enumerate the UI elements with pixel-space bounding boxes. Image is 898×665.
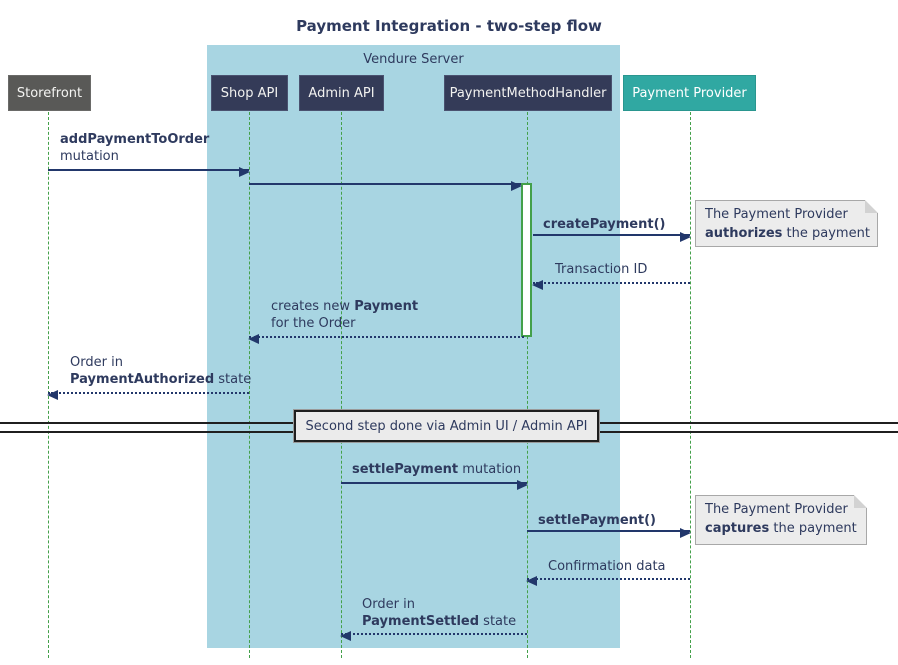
participant-payment-provider-label: Payment Provider: [632, 85, 747, 101]
note-authorizes-payment: The Payment Provider authorizes the paym…: [695, 200, 878, 247]
message-label-settle-payment-mutation: settlePayment mutation: [352, 462, 522, 477]
message-label-add-payment-to-order: addPaymentToOrder mutation: [60, 132, 210, 164]
arrow-transaction-id: [532, 280, 690, 290]
participant-admin-api: Admin API: [299, 75, 384, 111]
message-label-payment-settled: Order in PaymentSettled state: [362, 597, 517, 629]
arrow-creates-new-payment: [248, 334, 524, 344]
diagram-title: Payment Integration - two-step flow: [296, 17, 602, 35]
vendure-server-label: Vendure Server: [363, 52, 464, 67]
participant-payment-method-handler: PaymentMethodHandler: [444, 75, 612, 111]
arrow-add-payment-to-order: [48, 167, 250, 177]
message-label-create-payment: createPayment(): [543, 217, 666, 232]
lifeline-shop-api: [249, 112, 250, 658]
lifeline-payment-method-handler: [527, 112, 528, 658]
activation-bar-payment-method-handler: [521, 183, 532, 337]
participant-admin-api-label: Admin API: [308, 85, 375, 101]
arrow-payment-settled: [340, 631, 527, 641]
participant-shop-api: Shop API: [211, 75, 288, 111]
message-label-confirmation-data: Confirmation data: [548, 559, 666, 574]
participant-payment-method-handler-label: PaymentMethodHandler: [449, 85, 607, 101]
message-label-settle-payment-call: settlePayment(): [538, 513, 656, 528]
message-label-payment-authorized: Order in PaymentAuthorized state: [70, 355, 252, 387]
note-captures-payment: The Payment Provider captures the paymen…: [695, 495, 867, 545]
arrow-create-payment: [533, 232, 691, 242]
participant-shop-api-label: Shop API: [220, 85, 279, 101]
participant-storefront: Storefront: [8, 75, 91, 111]
lifeline-payment-provider: [690, 112, 691, 658]
lifeline-storefront: [48, 112, 49, 658]
arrow-settle-payment-call: [527, 528, 691, 538]
vendure-server-frame: [207, 45, 620, 648]
divider-label: Second step done via Admin UI / Admin AP…: [305, 418, 588, 434]
participant-payment-provider: Payment Provider: [623, 75, 756, 111]
arrow-payment-authorized: [47, 390, 249, 400]
arrow-settle-payment-mutation: [341, 480, 528, 490]
lifeline-admin-api: [341, 112, 342, 658]
arrow-shop-api-to-handler: [249, 181, 522, 191]
participant-storefront-label: Storefront: [16, 85, 83, 101]
arrow-confirmation-data: [526, 576, 690, 586]
message-label-creates-new-payment: creates new Payment for the Order: [271, 299, 419, 331]
message-label-transaction-id: Transaction ID: [555, 262, 648, 277]
divider-second-step: Second step done via Admin UI / Admin AP…: [294, 410, 599, 442]
